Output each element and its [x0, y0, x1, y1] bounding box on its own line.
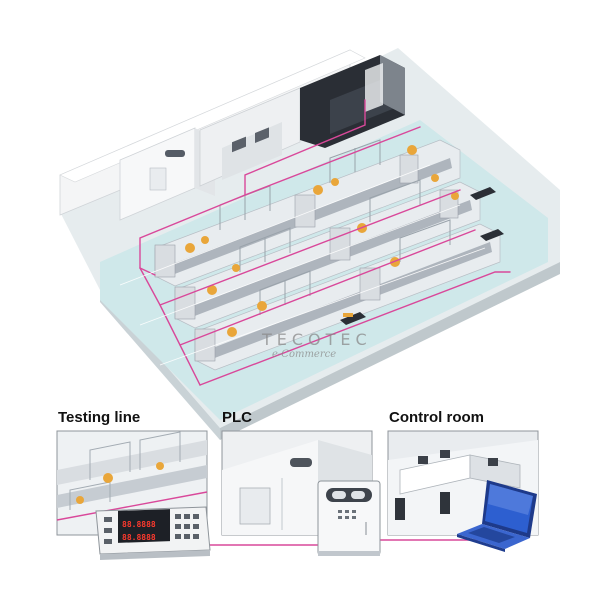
plc-label: PLC	[222, 409, 252, 426]
plc-leds	[338, 510, 356, 519]
factory-floor-plan	[59, 48, 560, 440]
power-meter-device: 88.8888 88.8888	[95, 506, 211, 560]
control-room-label: Control room	[389, 409, 484, 426]
laptop	[457, 480, 537, 552]
watermark-sub: e-Commerce	[272, 349, 337, 360]
floor-markings	[119, 164, 486, 366]
plc-cabinet	[317, 480, 381, 556]
meter-buttons	[104, 514, 199, 544]
watermark-brand: TECOTEC	[262, 330, 372, 349]
meter-display-top: 88.8888	[122, 520, 156, 529]
testing-line-label: Testing line	[58, 409, 141, 426]
production-line-1	[154, 139, 461, 287]
dark-room	[300, 55, 405, 148]
control-room-block	[199, 87, 301, 187]
agv-carts	[340, 187, 504, 325]
meter-display-bottom: 88.8888	[122, 533, 156, 542]
network-cables	[139, 99, 511, 386]
